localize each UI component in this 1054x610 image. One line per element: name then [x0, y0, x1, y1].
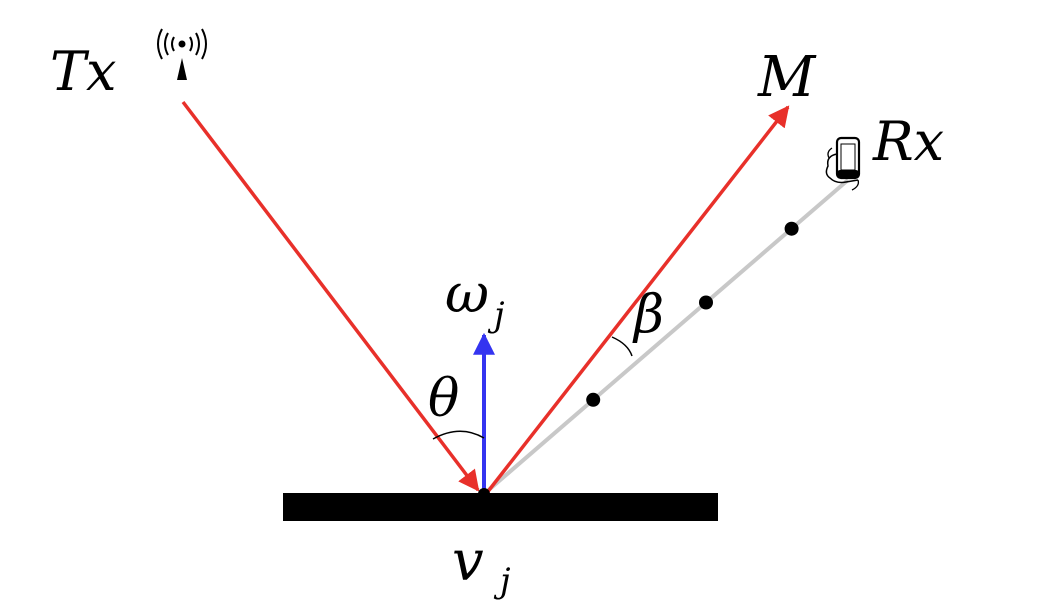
beta-arc [611, 336, 633, 357]
receiver-path-points [586, 221, 799, 407]
beta-label: β [632, 285, 664, 345]
rx-label: Rx [872, 110, 944, 173]
reflecting-surface [283, 493, 718, 521]
omega-label: ω [445, 262, 489, 325]
v-subscript: j [493, 561, 511, 601]
reflected-ray [484, 105, 790, 496]
omega-subscript: j [487, 295, 505, 335]
incident-ray [181, 100, 480, 492]
surface-point [478, 488, 490, 500]
v-label: v [452, 529, 484, 594]
receiver-path-point [699, 295, 713, 310]
m-label: M [757, 45, 817, 110]
theta-label: θ [428, 369, 459, 429]
tx-label: Tx [50, 40, 116, 103]
phone-in-hand-icon [825, 136, 861, 191]
receiver-path-point [784, 221, 799, 236]
receiver-path-point [586, 392, 601, 407]
theta-arc [432, 430, 485, 440]
antenna-icon [157, 28, 207, 80]
